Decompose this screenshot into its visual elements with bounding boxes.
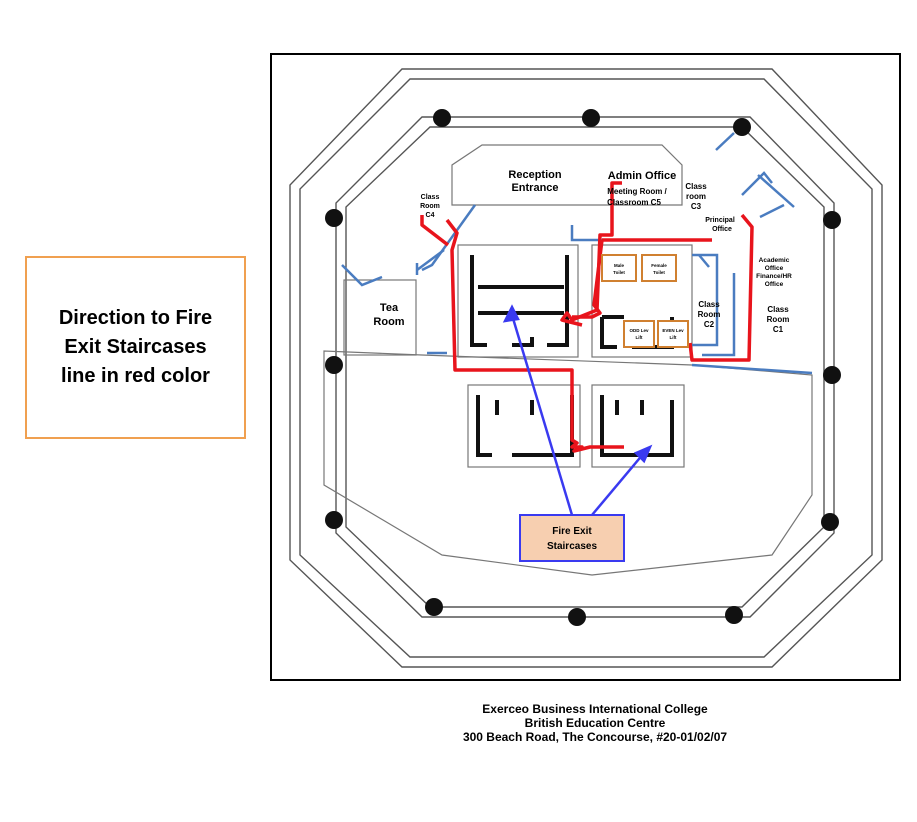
- legend-line-1: Direction to Fire: [58, 307, 213, 329]
- svg-text:Toilet: Toilet: [613, 270, 625, 275]
- svg-text:Classroom C5: Classroom C5: [607, 198, 661, 207]
- svg-text:Reception: Reception: [508, 169, 561, 181]
- label-even-lift-1: EVEN Lev: [662, 328, 684, 333]
- svg-text:Fire Exit: Fire Exit: [552, 526, 592, 537]
- label-c4-1: Class: [421, 194, 440, 201]
- svg-text:Room: Room: [420, 203, 440, 210]
- label-meeting-2: Classroom C5: [607, 198, 661, 207]
- svg-text:Class: Class: [698, 300, 720, 309]
- floor-plan-drawing: Reception Entrance Admin Office Meeting …: [289, 68, 883, 668]
- label-c3-3: C3: [691, 202, 702, 211]
- label-male-2: Toilet: [613, 270, 625, 275]
- caption-college: Exerceo Business International College: [482, 702, 708, 716]
- svg-text:Room: Room: [373, 316, 404, 328]
- male-toilet-box: [601, 254, 637, 282]
- label-c2-3: C2: [704, 320, 715, 329]
- label-odd-lift-2: Lift: [636, 335, 643, 340]
- label-tea-1: Tea: [380, 302, 399, 314]
- label-female-2: Toilet: [653, 270, 665, 275]
- legend-text: Direction to Fire Exit Staircases line i…: [36, 304, 236, 391]
- svg-text:Female: Female: [651, 263, 667, 268]
- floor-plan: Reception Entrance Admin Office Meeting …: [270, 53, 901, 681]
- svg-text:Room: Room: [767, 315, 790, 324]
- core-outline: [323, 144, 813, 576]
- label-c2-2: Room: [698, 310, 721, 319]
- label-academic-4: Office: [765, 281, 784, 288]
- label-c4-3: C4: [426, 212, 435, 219]
- label-principal-2: Office: [712, 226, 732, 233]
- label-c3-2: room: [686, 192, 706, 201]
- address-caption: Exerceo Business International College B…: [380, 702, 810, 744]
- legend-line-3: line in red color: [61, 365, 210, 387]
- toilet-lift-boxes: [601, 254, 689, 348]
- label-fire-exit-1: Fire Exit: [552, 526, 592, 537]
- svg-text:Class: Class: [685, 182, 707, 191]
- svg-text:Office: Office: [765, 281, 784, 288]
- svg-text:ODD Lev: ODD Lev: [629, 328, 649, 333]
- label-admin: Admin Office: [608, 170, 676, 182]
- caption-address: 300 Beach Road, The Concourse, #20-01/02…: [462, 730, 728, 744]
- label-fire-exit-2: Staircases: [547, 541, 597, 552]
- svg-text:EVEN Lev: EVEN Lev: [662, 328, 684, 333]
- fire-exit-pointers: [502, 304, 653, 516]
- label-c3-1: Class: [685, 182, 707, 191]
- svg-text:C4: C4: [426, 212, 435, 219]
- outer-walls: [289, 68, 883, 668]
- caption-centre: British Education Centre: [524, 716, 666, 730]
- svg-text:Office: Office: [765, 265, 784, 272]
- label-c1-3: C1: [773, 325, 784, 334]
- exit-route: [420, 181, 754, 453]
- svg-text:Class: Class: [767, 305, 789, 314]
- legend-callout: Direction to Fire Exit Staircases line i…: [25, 256, 246, 439]
- svg-text:C3: C3: [691, 202, 702, 211]
- label-male-1: Male: [614, 263, 625, 268]
- partition-lines: [341, 132, 813, 375]
- svg-text:Admin Office: Admin Office: [608, 170, 676, 182]
- svg-text:C2: C2: [704, 320, 715, 329]
- label-c2-1: Class: [698, 300, 720, 309]
- label-odd-lift-1: ODD Lev: [629, 328, 649, 333]
- svg-text:Academic: Academic: [759, 257, 790, 264]
- legend-line-2: Exit Staircases: [64, 336, 207, 358]
- svg-text:Principal: Principal: [705, 217, 735, 224]
- svg-text:C1: C1: [773, 325, 784, 334]
- label-c1-2: Room: [767, 315, 790, 324]
- label-academic-2: Office: [765, 265, 784, 272]
- svg-text:Entrance: Entrance: [511, 182, 558, 194]
- fire-exit-label-box: [519, 514, 625, 562]
- svg-text:Staircases: Staircases: [547, 541, 597, 552]
- label-academic-1: Academic: [759, 257, 790, 264]
- svg-text:Lift: Lift: [636, 335, 643, 340]
- svg-text:Meeting Room /: Meeting Room /: [607, 187, 667, 196]
- label-female-1: Female: [651, 263, 667, 268]
- label-principal-1: Principal: [705, 217, 735, 224]
- svg-text:Class: Class: [421, 194, 440, 201]
- female-toilet-box: [641, 254, 677, 282]
- svg-text:Lift: Lift: [670, 335, 677, 340]
- odd-lift-box: [623, 320, 655, 348]
- svg-text:Tea: Tea: [380, 302, 399, 314]
- svg-text:Toilet: Toilet: [653, 270, 665, 275]
- svg-text:Room: Room: [698, 310, 721, 319]
- svg-text:Finance/HR: Finance/HR: [756, 273, 792, 280]
- svg-text:Male: Male: [614, 263, 625, 268]
- label-reception-2: Entrance: [511, 182, 558, 194]
- label-tea-2: Room: [373, 316, 404, 328]
- label-reception-1: Reception: [508, 169, 561, 181]
- label-meeting-1: Meeting Room /: [607, 187, 667, 196]
- columns: [325, 109, 841, 626]
- label-c4-2: Room: [420, 203, 440, 210]
- even-lift-box: [657, 320, 689, 348]
- svg-text:room: room: [686, 192, 706, 201]
- room-labels: Reception Entrance Admin Office Meeting …: [373, 169, 792, 552]
- svg-text:Office: Office: [712, 226, 732, 233]
- label-even-lift-2: Lift: [670, 335, 677, 340]
- label-academic-3: Finance/HR: [756, 273, 792, 280]
- label-c1-1: Class: [767, 305, 789, 314]
